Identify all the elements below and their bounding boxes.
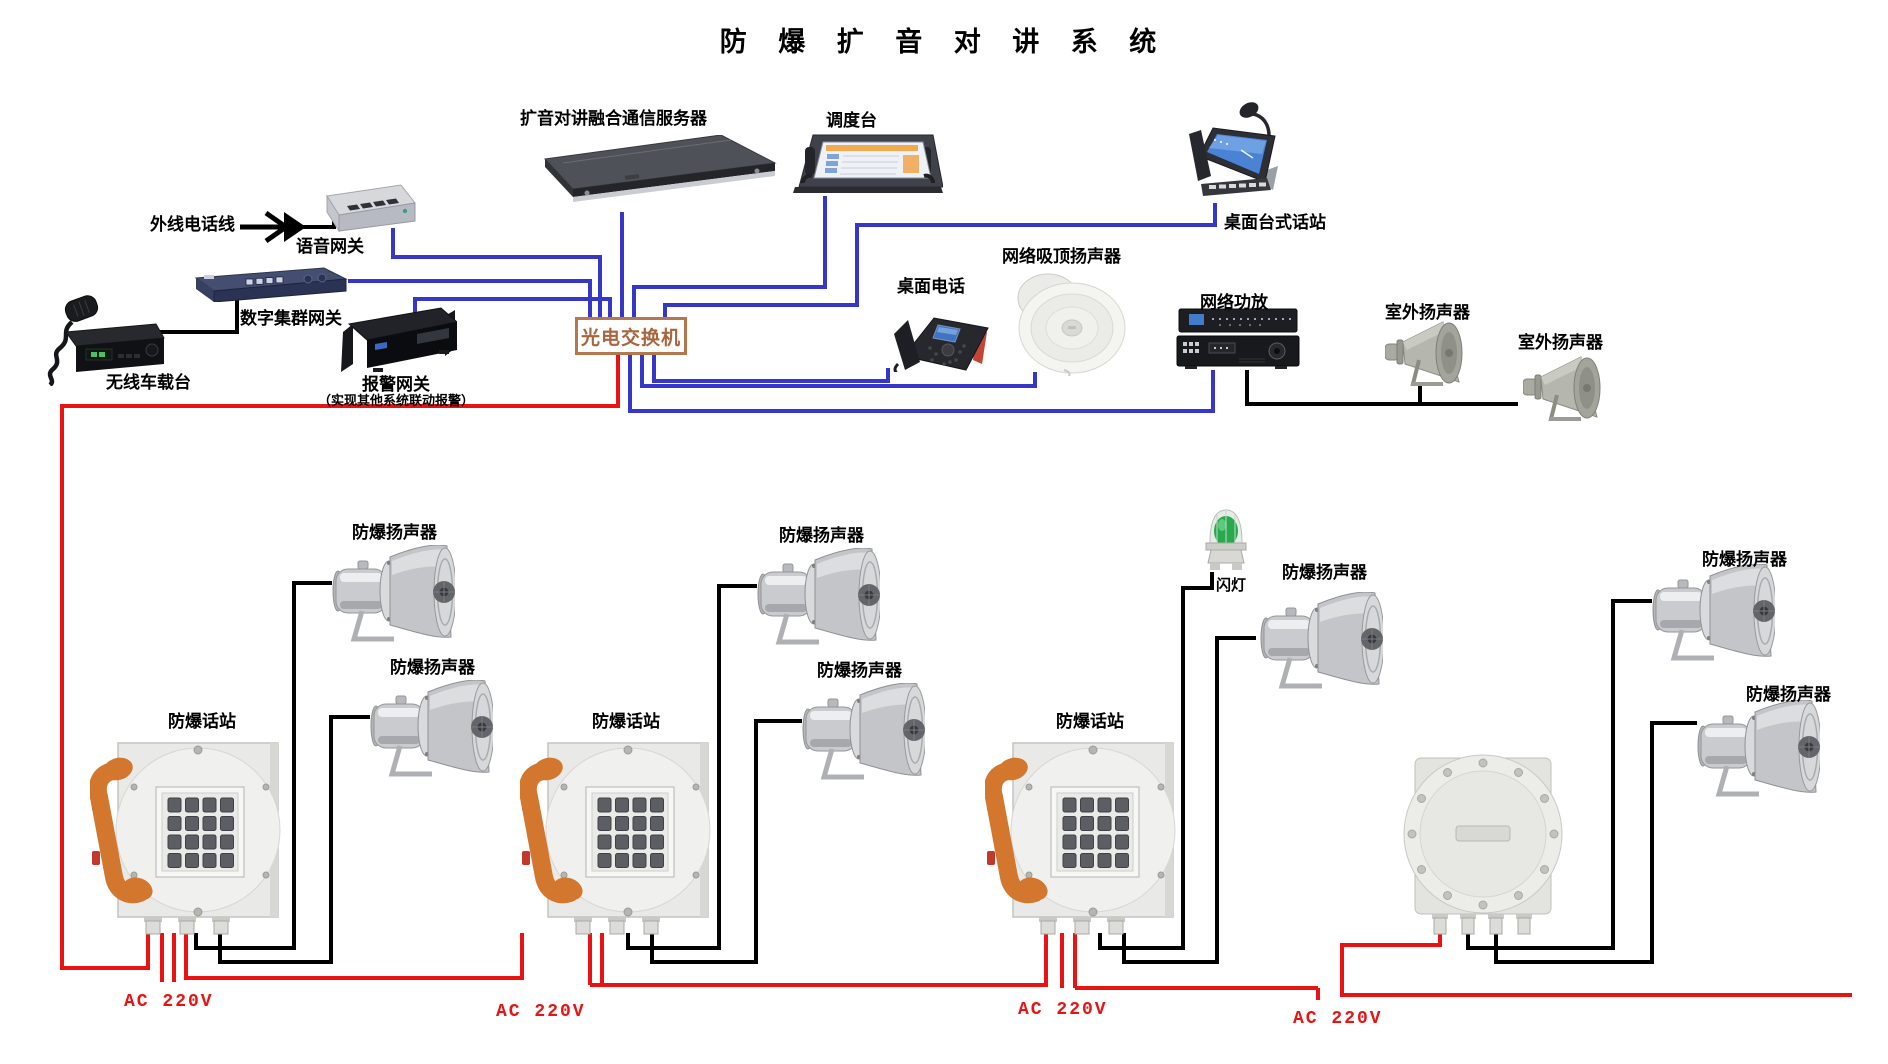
- power-label-1: AC 220V: [124, 992, 214, 1012]
- ex-station-3-label: 防爆话站: [1056, 712, 1124, 731]
- wire-power-bus-1: [184, 933, 524, 980]
- optical-switch-label: 光电交换机: [580, 327, 681, 349]
- ex-speaker-4-image: [800, 683, 925, 783]
- ex-speaker-5-label: 防爆扬声器: [1282, 563, 1367, 582]
- wire-alarm-gateway-to-switch: [413, 297, 612, 317]
- vehicle-radio-image: [47, 295, 165, 386]
- network-amplifier-image: [1176, 308, 1300, 369]
- server-label: 扩音对讲融合通信服务器: [520, 109, 707, 128]
- ex-speaker-1-label: 防爆扬声器: [352, 523, 437, 542]
- trunk-gateway-image: [194, 267, 348, 302]
- power-label-4: AC 220V: [1293, 1009, 1383, 1029]
- desk-phone-image: [893, 317, 989, 372]
- ex-speaker-7-label: 防爆扬声器: [1746, 685, 1831, 704]
- alarm-gateway-note: （实现其他系统联动报警）: [318, 393, 475, 408]
- flash-lamp-image: [1205, 509, 1247, 570]
- network-wires: [348, 196, 1217, 413]
- ceiling-speaker-image: [1017, 273, 1126, 376]
- junction-box-image: [1403, 754, 1563, 935]
- wire-voice-gateway-to-switch: [391, 228, 602, 317]
- power-wires: [60, 355, 1852, 1000]
- wire-station2-speaker2: [650, 719, 802, 964]
- wire-radio-to-trunk-gateway: [160, 292, 239, 334]
- outdoor-speaker-1-label: 室外扬声器: [1385, 303, 1470, 322]
- ex-speaker-2-image: [368, 680, 493, 780]
- ex-station-3-image: [985, 735, 1185, 935]
- desk-station-image: [1189, 102, 1278, 196]
- wire-amp-to-horns: [1245, 370, 1518, 406]
- ex-speaker-1-image: [330, 545, 455, 645]
- flash-lamp-label: 闪灯: [1216, 577, 1247, 594]
- voice-gateway-label: 语音网关: [296, 237, 364, 256]
- wire-station2-speaker1: [626, 584, 757, 950]
- wire-power-junction-feed: [1340, 934, 1442, 997]
- wire-trunk-gateway-to-switch: [348, 279, 592, 317]
- ex-station-2-image: [520, 735, 720, 935]
- dispatch-console-image: [793, 134, 943, 193]
- dispatch-console-label: 调度台: [826, 111, 877, 130]
- ex-speaker-5-image: [1258, 592, 1383, 692]
- wire-power-bus-2: [590, 933, 1048, 987]
- wire-switch-to-desk-phone: [652, 355, 890, 383]
- optical-switch-box: 光电交换机: [575, 317, 687, 355]
- alarm-gateway-image: [341, 307, 457, 372]
- outside-line-arrow-head: [284, 212, 306, 242]
- ex-speaker-2-label: 防爆扬声器: [390, 658, 475, 677]
- wire-desk-station-to-switch: [663, 203, 1217, 317]
- ex-speaker-4-label: 防爆扬声器: [817, 661, 902, 680]
- wire-power-main: [60, 355, 620, 970]
- power-label-2: AC 220V: [496, 1002, 586, 1022]
- desk-phone-label: 桌面电话: [897, 277, 965, 296]
- ex-speaker-6-label: 防爆扬声器: [1702, 550, 1787, 569]
- alarm-gateway-label: 报警网关: [362, 375, 430, 394]
- desk-station-label: 桌面台式话站: [1224, 213, 1326, 232]
- ex-station-2-label: 防爆话站: [592, 712, 660, 731]
- wire-station3-beacon: [1098, 572, 1214, 950]
- trunk-gateway-label: 数字集群网关: [240, 309, 342, 328]
- ex-speaker-7-image: [1695, 700, 1820, 800]
- outdoor-speaker-2-label: 室外扬声器: [1518, 333, 1603, 352]
- voice-gateway-image: [326, 184, 416, 232]
- ex-station-1-label: 防爆话站: [168, 712, 236, 731]
- outside-line-label: 外线电话线: [150, 215, 235, 234]
- wire-switch-to-amplifier: [628, 355, 1215, 413]
- wire-station1-speaker1: [194, 581, 332, 950]
- ex-station-1-image: [90, 735, 290, 935]
- ex-speaker-6-image: [1650, 564, 1775, 664]
- wire-junction-speaker1: [1466, 599, 1652, 950]
- wire-station1-speaker2: [218, 715, 370, 964]
- wire-switch-to-ceiling-speaker: [640, 355, 1037, 388]
- outdoor-speaker-1-image: [1385, 320, 1464, 388]
- network-amplifier-label: 网络功放: [1200, 293, 1268, 312]
- power-label-3: AC 220V: [1018, 1000, 1108, 1020]
- wire-station3-speaker: [1122, 636, 1256, 964]
- ex-speaker-3-label: 防爆扬声器: [779, 526, 864, 545]
- page-title: 防 爆 扩 音 对 讲 系 统: [719, 27, 1169, 57]
- server-image: [543, 135, 777, 202]
- outdoor-speaker-2-image: [1523, 355, 1602, 423]
- wire-console-to-switch: [632, 196, 827, 317]
- wire-junction-speaker2: [1494, 721, 1697, 964]
- ceiling-speaker-label: 网络吸顶扬声器: [1002, 247, 1121, 266]
- vehicle-radio-label: 无线车载台: [106, 373, 191, 392]
- ex-speaker-3-image: [755, 548, 880, 648]
